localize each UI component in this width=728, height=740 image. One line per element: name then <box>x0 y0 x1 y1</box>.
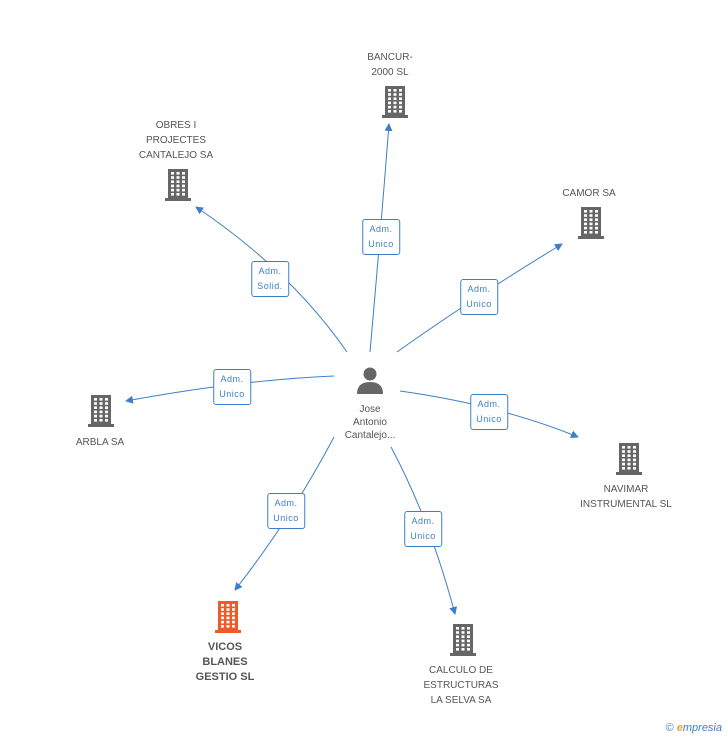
company-label-navimar[interactable]: NAVIMAR INSTRUMENTAL SL <box>580 484 672 510</box>
copyright-symbol: © <box>665 722 674 734</box>
building-icon-camor[interactable] <box>578 207 604 239</box>
building-icon-obres[interactable] <box>165 169 191 201</box>
building-icon-navimar[interactable] <box>616 443 642 475</box>
role-badge-obres: Adm. Solid. <box>251 261 289 297</box>
building-icon-vicos[interactable] <box>215 601 241 633</box>
building-icon-calculo[interactable] <box>450 624 476 656</box>
person-icon[interactable] <box>357 367 383 395</box>
role-badge-arbla: Adm. Unico <box>213 369 251 405</box>
person-name-label[interactable]: Jose Antonio Cantalejo... <box>344 404 396 441</box>
role-badge-navimar: Adm. Unico <box>470 394 508 430</box>
company-label-calculo[interactable]: CALCULO DE ESTRUCTURAS LA SELVA SA <box>423 665 499 706</box>
building-icon-arbla[interactable] <box>88 395 114 427</box>
role-badge-vicos: Adm. Unico <box>267 493 305 529</box>
company-label-vicos[interactable]: VICOS BLANES GESTIO SL <box>195 641 255 683</box>
brand-name: mpresia <box>682 722 722 734</box>
role-badge-calculo: Adm. Unico <box>404 511 442 547</box>
building-icon-bancur[interactable] <box>382 86 408 118</box>
brand-logo-initial: e <box>676 722 683 734</box>
company-label-bancur[interactable]: BANCUR- 2000 SL <box>367 52 413 78</box>
company-label-camor[interactable]: CAMOR SA <box>562 188 616 199</box>
company-label-obres[interactable]: OBRES I PROJECTES CANTALEJO SA <box>138 120 214 161</box>
role-badge-camor: Adm. Unico <box>460 279 498 315</box>
role-badge-bancur: Adm. Unico <box>362 219 400 255</box>
footer-brand: © empresia <box>666 722 722 734</box>
company-label-arbla[interactable]: ARBLA SA <box>75 437 125 448</box>
